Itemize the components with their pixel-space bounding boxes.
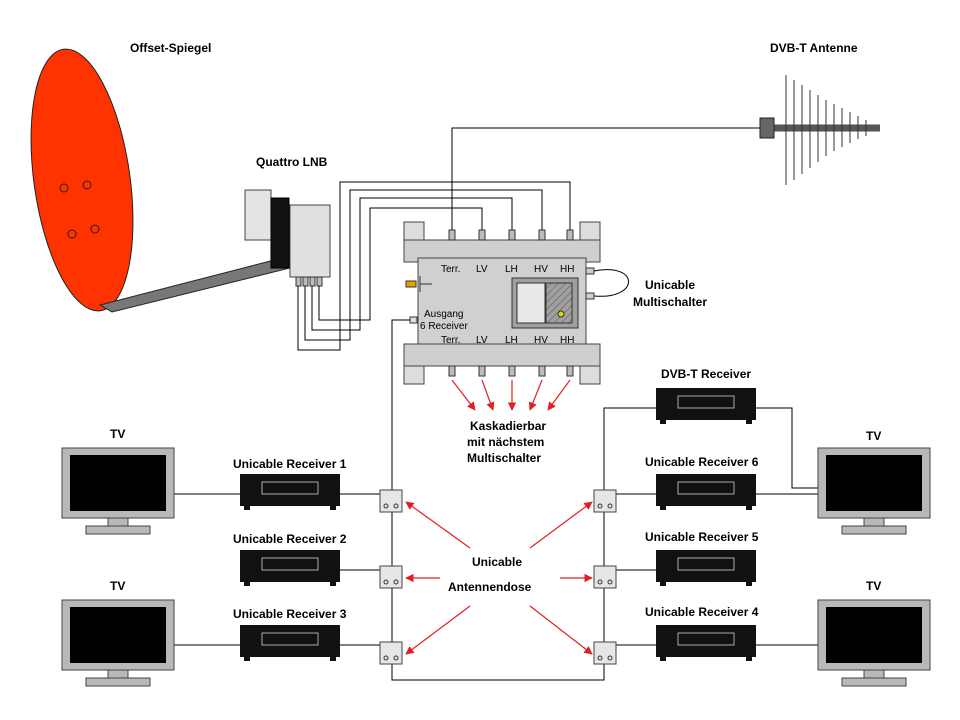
receiver-left-1 xyxy=(240,474,340,510)
socket-label-1: Unicable xyxy=(472,555,522,569)
receiver-dvbt xyxy=(656,388,756,424)
tv-left-top-label: TV xyxy=(110,427,125,441)
cascade-label-2: mit nächstem xyxy=(467,435,544,449)
receiver-left-2 xyxy=(240,550,340,586)
receiver-right-6 xyxy=(656,474,756,510)
cascade-label-1: Kaskadierbar xyxy=(470,419,546,433)
tv-right-top xyxy=(817,447,931,535)
receiver-4-label: Unicable Receiver 4 xyxy=(645,605,759,619)
switch-input-hv: HV xyxy=(534,264,548,275)
input-cables xyxy=(297,127,760,351)
dish-label: Offset-Spiegel xyxy=(130,41,211,55)
switch-output-lh: LH xyxy=(505,335,518,346)
switch-output-hv: HV xyxy=(534,335,548,346)
dvbt-antenna xyxy=(759,75,880,185)
wall-socket-right-1 xyxy=(593,489,617,513)
wall-socket-left-3 xyxy=(379,641,403,665)
receiver-left-3 xyxy=(240,625,340,661)
tv-right-bottom-label: TV xyxy=(866,579,881,593)
lnb-label: Quattro LNB xyxy=(256,155,328,169)
switch-input-hh: HH xyxy=(560,264,574,275)
receiver-2-label: Unicable Receiver 2 xyxy=(233,532,347,546)
multiswitch xyxy=(403,221,629,385)
tv-right-bottom xyxy=(817,599,931,687)
switch-output-hh: HH xyxy=(560,335,574,346)
quattro-lnb xyxy=(244,189,331,287)
wall-socket-left-1 xyxy=(379,489,403,513)
cascade-label-3: Multischalter xyxy=(467,451,541,465)
socket-arrows xyxy=(405,501,593,655)
multiswitch-label-2: Multischalter xyxy=(633,295,707,309)
cascade-arrows xyxy=(451,379,571,411)
receiver-1-label: Unicable Receiver 1 xyxy=(233,457,347,471)
distribution-cables xyxy=(174,319,818,681)
switch-output-label-1: Ausgang xyxy=(424,309,463,320)
wall-socket-right-2 xyxy=(593,565,617,589)
switch-input-lh: LH xyxy=(505,264,518,275)
switch-output-lv: LV xyxy=(476,335,488,346)
tv-left-top xyxy=(61,447,175,535)
receiver-3-label: Unicable Receiver 3 xyxy=(233,607,347,621)
receiver-5-label: Unicable Receiver 5 xyxy=(645,530,759,544)
switch-input-lv: LV xyxy=(476,264,488,275)
tv-left-bottom-label: TV xyxy=(110,579,125,593)
wall-socket-right-3 xyxy=(593,641,617,665)
multiswitch-label-1: Unicable xyxy=(645,278,695,292)
switch-output-terr: Terr. xyxy=(441,335,460,346)
socket-label-2: Antennendose xyxy=(448,580,532,594)
tv-left-bottom xyxy=(61,599,175,687)
receiver-right-4 xyxy=(656,625,756,661)
receiver-right-5 xyxy=(656,550,756,586)
switch-output-label-2: 6 Receiver xyxy=(420,321,468,332)
tv-right-top-label: TV xyxy=(866,429,881,443)
wall-socket-left-2 xyxy=(379,565,403,589)
switch-input-terr: Terr. xyxy=(441,264,460,275)
dvbt-receiver-label: DVB-T Receiver xyxy=(661,367,751,381)
receiver-6-label: Unicable Receiver 6 xyxy=(645,455,759,469)
offset-dish xyxy=(30,48,134,312)
dvbt-antenna-label: DVB-T Antenne xyxy=(770,41,858,55)
